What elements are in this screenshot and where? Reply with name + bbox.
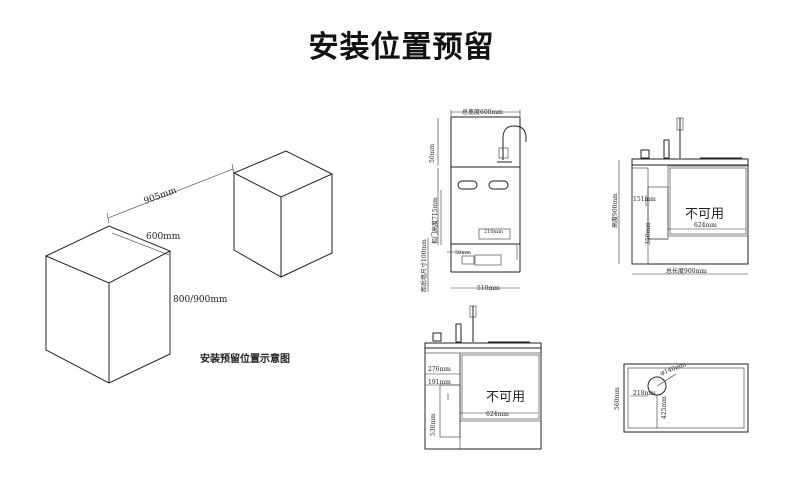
top-dim-218: 218mm <box>633 390 656 397</box>
iso-box-right <box>232 150 334 278</box>
gap-dimension-line <box>107 168 234 219</box>
diagram-caption: 安装预留位置示意图 <box>200 354 290 365</box>
top-view <box>623 363 749 433</box>
gap-tick-right <box>231 163 235 175</box>
front-not-available: 不可用 <box>685 207 724 222</box>
front-view <box>618 117 749 275</box>
front-dim-350: 350mm <box>645 222 652 245</box>
gap-tick-left <box>106 212 110 224</box>
gap-label: 905mm <box>143 186 179 207</box>
top-dim-425: 425mm <box>661 396 668 419</box>
frontb-dim-276: 276mm <box>428 366 451 373</box>
side-dim-50: 50mm <box>429 144 436 163</box>
front-view-b <box>424 305 542 450</box>
front-total-length: 总长度900mm <box>666 267 707 275</box>
height-label: 800/900mm <box>173 295 228 305</box>
frontb-not-available: 不可用 <box>486 390 525 405</box>
side-offset: 距后墙尺寸100mm <box>420 239 428 292</box>
top-diameter: φ140mm <box>659 361 687 377</box>
side-dim-50b: 50mm <box>455 250 471 256</box>
iso-box-left <box>44 225 172 384</box>
page-title: 安装位置预留 <box>308 30 495 65</box>
frontb-dim-191: 191mm <box>428 379 451 386</box>
side-total-width: 总宽度600mm <box>462 108 503 116</box>
width-dimension-line <box>111 232 170 256</box>
frontb-dim-624: 624mm <box>486 411 509 418</box>
top-depth: 560mm <box>614 387 621 410</box>
side-cabinet-depth: 柜门高度715mm <box>431 197 439 244</box>
front-dim-624: 624mm <box>694 222 717 229</box>
side-dim-210: 210mm <box>484 229 503 235</box>
width-label: 600mm <box>146 232 181 242</box>
side-view <box>427 110 527 292</box>
frontb-dim-530: 530mm <box>430 413 437 436</box>
front-height: 高度900mm <box>611 193 619 228</box>
side-dim-510: 510mm <box>477 285 500 292</box>
front-dim-151: 151mm <box>633 196 656 203</box>
